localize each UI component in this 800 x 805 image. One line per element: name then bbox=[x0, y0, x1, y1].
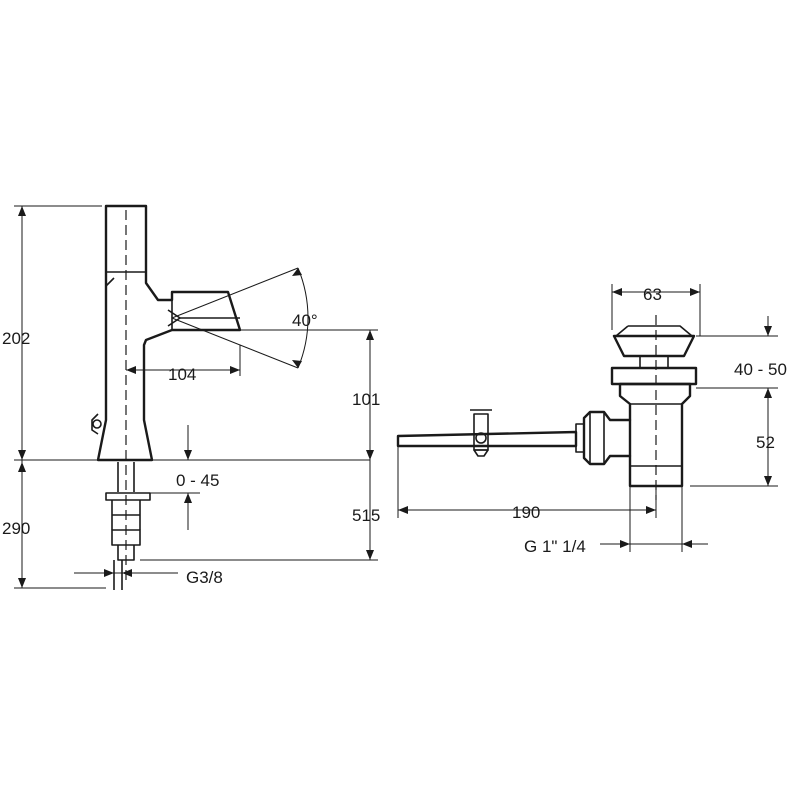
rod-clip bbox=[470, 409, 492, 457]
pop-up-knob bbox=[91, 413, 99, 435]
tap-dimensions bbox=[14, 205, 378, 589]
dim-lever-angle: 40° bbox=[292, 311, 318, 330]
dim-supply-thread: G3/8 bbox=[186, 568, 223, 587]
dim-waste-width: 63 bbox=[643, 285, 662, 304]
pop-up-rod bbox=[396, 430, 578, 448]
mixer-tap bbox=[91, 204, 309, 590]
tap-body bbox=[96, 204, 242, 462]
dim-spout-height: 101 bbox=[352, 390, 380, 409]
dim-supply-length: 515 bbox=[352, 506, 380, 525]
dim-plug-lift: 40 - 50 bbox=[734, 360, 787, 379]
lever-angle-lines bbox=[171, 267, 309, 369]
dim-rod-length: 190 bbox=[512, 503, 540, 522]
waste-body bbox=[618, 382, 692, 488]
waste-dimensions bbox=[397, 284, 778, 552]
dim-waste-thread: G 1" 1/4 bbox=[524, 537, 586, 556]
dim-tap-height: 202 bbox=[2, 329, 30, 348]
waste-branch bbox=[582, 410, 632, 466]
waste-flange bbox=[610, 366, 698, 386]
tap-fixing bbox=[105, 462, 151, 590]
plug-head bbox=[612, 334, 696, 358]
pop-up-waste bbox=[396, 315, 698, 500]
spout bbox=[167, 300, 181, 330]
dim-spout-reach: 104 bbox=[168, 365, 196, 384]
dim-waste-body: 52 bbox=[756, 433, 775, 452]
dim-below-deck: 290 bbox=[2, 519, 30, 538]
dim-deck-thickness: 0 - 45 bbox=[176, 471, 219, 490]
